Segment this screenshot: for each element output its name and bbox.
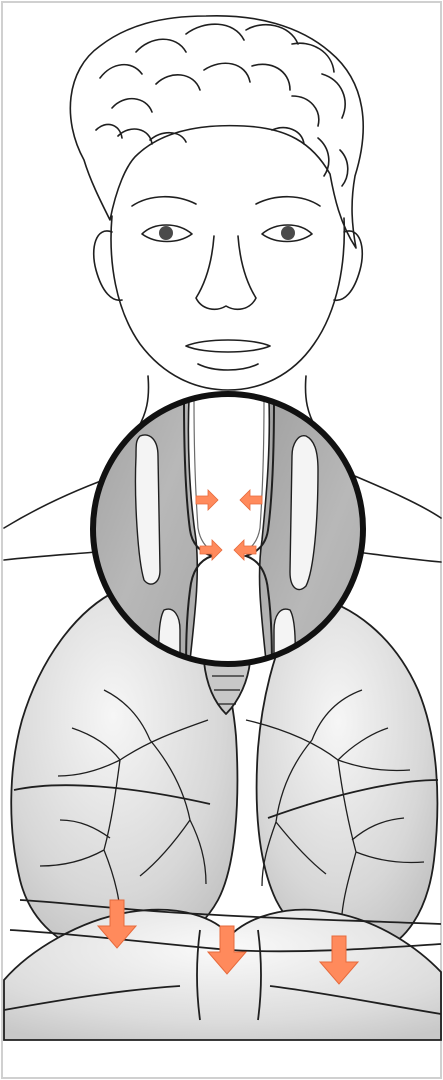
left-iris xyxy=(159,226,173,240)
right-iris xyxy=(281,226,295,240)
